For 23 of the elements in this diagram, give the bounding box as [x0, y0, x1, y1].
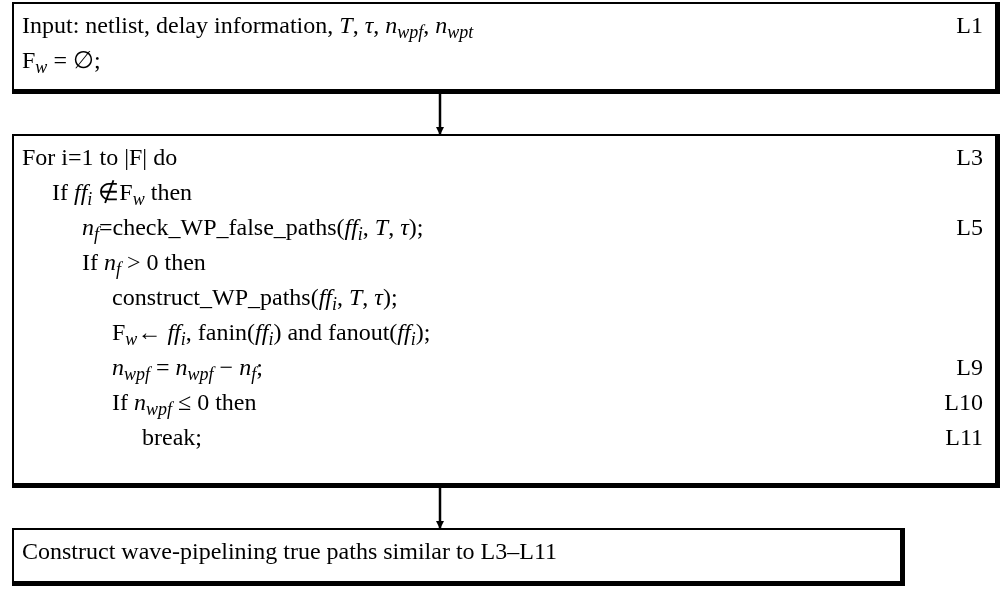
code-line: F$_{w}$ = ∅;	[22, 46, 101, 75]
line-number: L1	[956, 11, 984, 40]
code-line: If n$_{wpf}$ ≤ 0 then	[112, 388, 257, 417]
code-line: Input: netlist, delay information, T, τ, n$_{wpf}$, n$_{wpt}$	[22, 11, 474, 40]
code-line: If n$_{f}$ > 0 then	[82, 248, 206, 277]
process-box	[12, 134, 1000, 488]
line-number: L3	[956, 143, 984, 172]
code-line: construct_WP_paths(ff$_{i}$, T, τ);	[112, 283, 398, 312]
arrow	[436, 488, 444, 529]
line-number: L11	[945, 423, 984, 452]
code-line: break;	[142, 423, 202, 452]
line-number: L9	[956, 353, 984, 382]
code-line: For i=1 to |F| do	[22, 143, 178, 172]
process-box	[12, 2, 1000, 94]
line-number: L5	[956, 213, 984, 242]
line-number: L10	[944, 388, 984, 417]
code-line: If ff$_{i}$ ∉F$_{w}$ then	[52, 178, 193, 207]
arrow	[436, 94, 444, 135]
process-box	[12, 528, 905, 586]
code-line: F$_{w}$← ff$_{i}$, fanin(ff$_{i}$) and fanout(ff$_{i}$);	[112, 318, 431, 347]
code-line: n$_{f}$=check_WP_false_paths(ff$_{i}$, T, τ);	[82, 213, 424, 242]
code-line: Construct wave-pipelining true paths similar to L3–L11	[22, 537, 557, 566]
code-line: n$_{wpf}$ = n$_{wpf}$ − n$_{f}$;	[112, 353, 263, 382]
